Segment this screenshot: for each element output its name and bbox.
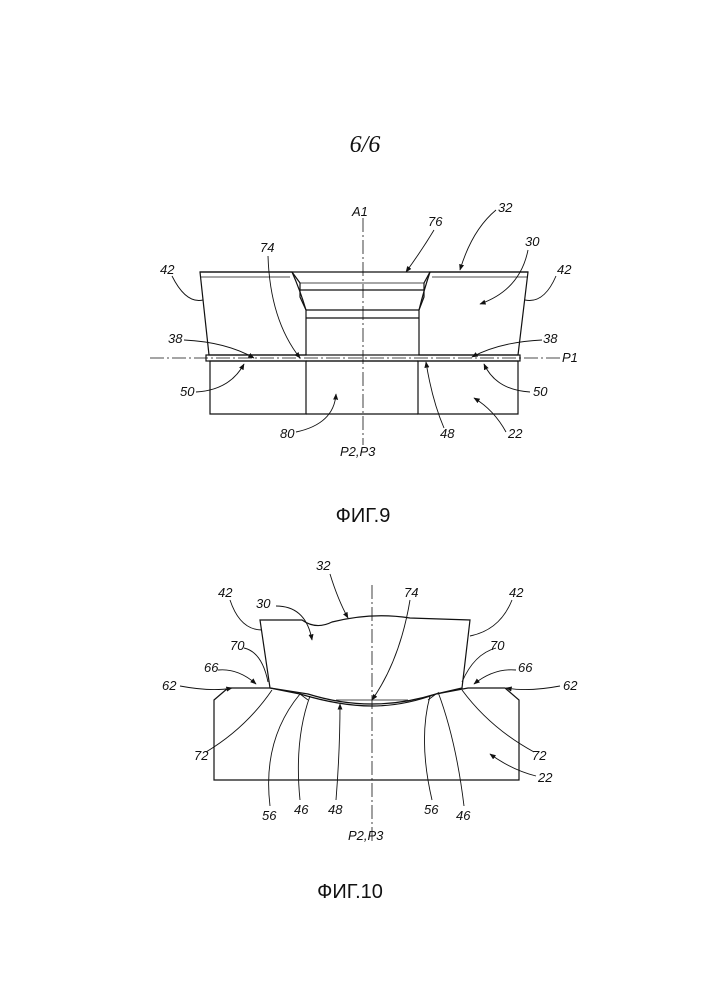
leader-42-right xyxy=(525,276,556,301)
leader-32-fig10 xyxy=(330,574,348,618)
leader-46-left xyxy=(298,696,310,800)
leader-22-fig10 xyxy=(490,754,536,776)
label-56-left: 56 xyxy=(262,808,277,823)
leader-30-fig10 xyxy=(276,606,312,640)
leader-72-right xyxy=(462,690,534,752)
label-42-right-fig10: 42 xyxy=(509,585,524,600)
leader-74-fig10 xyxy=(372,600,410,700)
label-p1: P1 xyxy=(562,350,578,365)
label-38-right: 38 xyxy=(543,331,558,346)
figure-10: 32 42 42 30 74 70 70 66 66 62 62 72 72 2… xyxy=(162,558,578,903)
leader-22 xyxy=(474,398,506,432)
leader-80 xyxy=(296,394,336,432)
label-62-right: 62 xyxy=(563,678,578,693)
label-48: 48 xyxy=(440,426,455,441)
label-70-left: 70 xyxy=(230,638,245,653)
label-62-left: 62 xyxy=(162,678,177,693)
leader-32 xyxy=(460,210,496,270)
label-22-fig10: 22 xyxy=(537,770,553,785)
seat-body-fig10 xyxy=(214,688,519,780)
label-38-left: 38 xyxy=(168,331,183,346)
insert-body-fig10 xyxy=(260,616,470,704)
leader-72-left xyxy=(206,690,272,752)
leader-48-fig10 xyxy=(336,704,340,800)
seat-body-right xyxy=(418,361,518,414)
leader-56-right xyxy=(424,696,432,800)
label-22: 22 xyxy=(507,426,523,441)
label-42-left-fig10: 42 xyxy=(218,585,233,600)
label-50-left: 50 xyxy=(180,384,195,399)
label-70-right: 70 xyxy=(490,638,505,653)
label-46-left: 46 xyxy=(294,802,309,817)
leader-70-right xyxy=(462,648,496,682)
label-32: 32 xyxy=(498,200,513,215)
leader-62-left xyxy=(180,686,232,690)
label-72-right: 72 xyxy=(532,748,547,763)
label-42-left: 42 xyxy=(160,262,175,277)
leader-48 xyxy=(426,362,444,428)
figure-9-caption: ФИГ.9 xyxy=(336,505,391,527)
leader-50-right xyxy=(484,364,530,392)
label-50-right: 50 xyxy=(533,384,548,399)
label-p2-p3-fig10: P2,P3 xyxy=(348,828,384,843)
label-42-right: 42 xyxy=(557,262,572,277)
bore-profile xyxy=(292,272,430,318)
leader-76 xyxy=(406,230,434,272)
label-76: 76 xyxy=(428,214,443,229)
label-30: 30 xyxy=(525,234,540,249)
insert-body-left xyxy=(200,272,306,355)
leader-66-right xyxy=(474,670,516,684)
label-56-right: 56 xyxy=(424,802,439,817)
leader-42-right-fig10 xyxy=(470,600,512,636)
leader-46-right xyxy=(438,692,464,806)
leader-42-left xyxy=(172,276,203,301)
label-48-fig10: 48 xyxy=(328,802,343,817)
leader-74 xyxy=(268,256,300,358)
figure-10-caption: ФИГ.10 xyxy=(317,881,383,903)
label-72-left: 72 xyxy=(194,748,209,763)
label-74-fig10: 74 xyxy=(404,585,418,600)
label-66-left: 66 xyxy=(204,660,219,675)
label-80: 80 xyxy=(280,426,295,441)
label-66-right: 66 xyxy=(518,660,533,675)
label-32-fig10: 32 xyxy=(316,558,331,573)
leader-56-left xyxy=(269,694,300,806)
leader-62-right xyxy=(506,686,560,690)
leader-66-left xyxy=(218,670,256,684)
leader-50-left xyxy=(196,364,244,392)
label-46-right: 46 xyxy=(456,808,471,823)
label-a1: A1 xyxy=(351,204,368,219)
label-74: 74 xyxy=(260,240,274,255)
label-30-fig10: 30 xyxy=(256,596,271,611)
label-p2-p3: P2,P3 xyxy=(340,444,376,459)
page-number: 6/6 xyxy=(350,132,381,158)
figure-9: A1 76 32 74 30 42 42 38 38 P1 50 50 80 4… xyxy=(150,200,578,527)
seat-body-left xyxy=(210,361,306,414)
